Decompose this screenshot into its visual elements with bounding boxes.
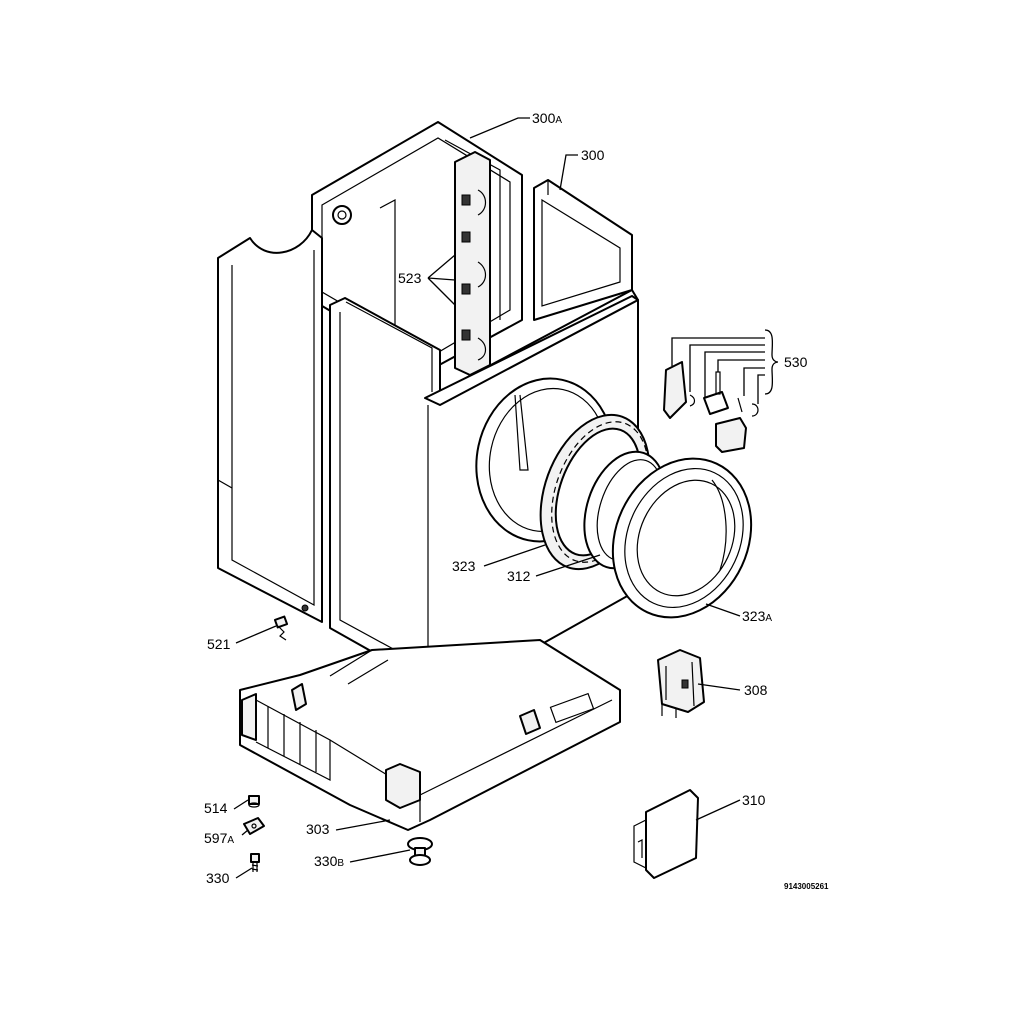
label-514: 514	[204, 800, 228, 816]
label-330: 330	[206, 870, 230, 886]
left-side-panel	[217, 229, 323, 623]
base-frame-303	[239, 639, 621, 831]
door-323a	[611, 457, 753, 619]
label-300a: 300A	[532, 110, 562, 126]
label-597a: 597A	[204, 830, 234, 846]
screw-330	[250, 853, 260, 872]
label-303: 303	[306, 821, 330, 837]
document-number: 9143005261	[784, 882, 829, 891]
door-lock-kit-530	[663, 361, 759, 453]
crossbar-523	[454, 151, 491, 376]
label-323a: 323A	[742, 608, 772, 624]
label-323: 323	[452, 558, 476, 574]
filter-cover-310	[633, 789, 699, 879]
label-310: 310	[742, 792, 766, 808]
door-interlock-308	[657, 649, 705, 718]
nut-514	[248, 795, 260, 808]
leader-lines	[233, 117, 779, 879]
part-labels: 300A 300 523 530 323 312 323A 521 308 31…	[204, 110, 829, 891]
adjustable-foot-330b	[407, 837, 433, 866]
label-330b: 330B	[314, 853, 344, 869]
label-530: 530	[784, 354, 808, 370]
screw-521	[273, 615, 289, 641]
label-523: 523	[398, 270, 422, 286]
right-frame-300	[533, 179, 633, 321]
label-308: 308	[744, 682, 768, 698]
label-521: 521	[207, 636, 231, 652]
label-312: 312	[507, 568, 531, 584]
label-300: 300	[581, 147, 605, 163]
